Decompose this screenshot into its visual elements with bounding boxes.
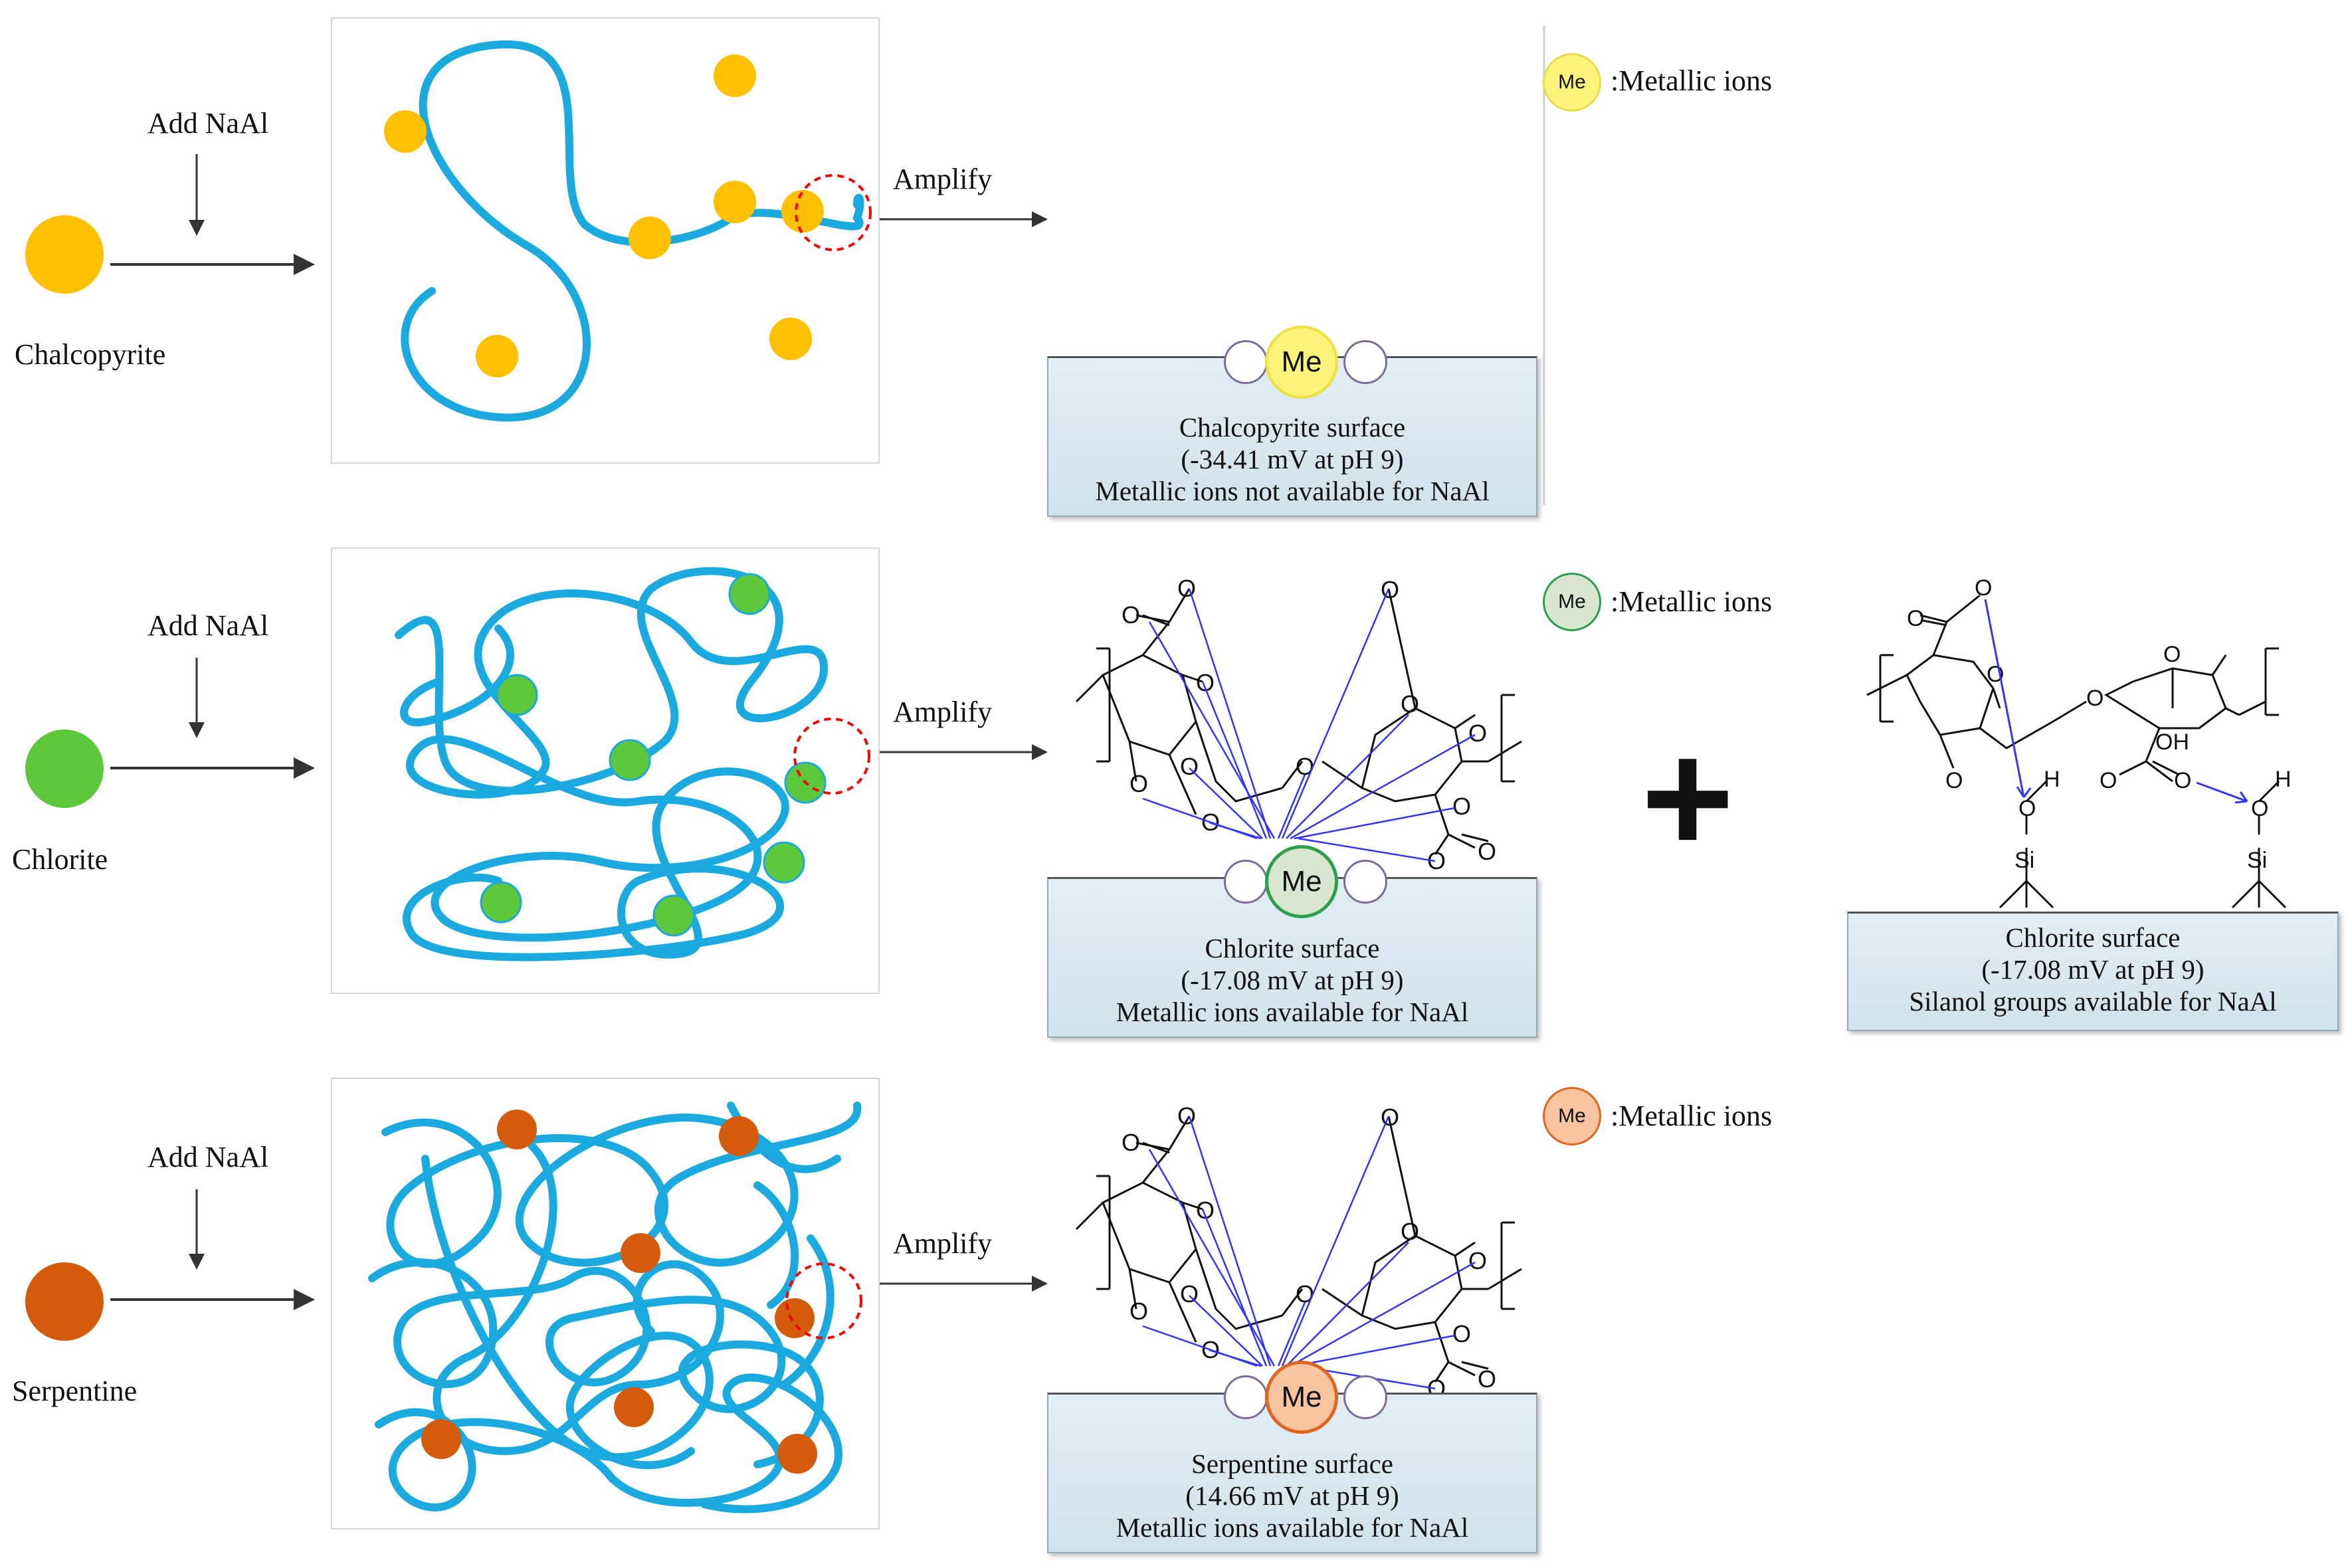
silanol-surface-potential: (-17.08 mV at pH 9) xyxy=(1981,954,2205,985)
surface-title-3: Serpentine surface xyxy=(1191,1448,1393,1479)
add-naal-label-2: Add NaAl xyxy=(147,609,269,642)
chlorite-silanol-surface: Chlorite surface (-17.08 mV at pH 9) Sil… xyxy=(1847,912,2339,1031)
svg-text:O: O xyxy=(2086,686,2104,711)
add-naal-label-1: Add NaAl xyxy=(147,107,269,140)
silanol-structure: O O O O O O OH O O O H Si O H Si xyxy=(1866,575,2292,909)
surface-site-left-2 xyxy=(1224,860,1268,904)
svg-text:O: O xyxy=(1468,720,1487,747)
polymer-chain-medium xyxy=(395,567,870,961)
svg-text:OH: OH xyxy=(2155,730,2189,755)
polysaccharide-structure-3: O O O O O O O O O O O O O xyxy=(1075,1102,1522,1402)
amplify-label-2: Amplify xyxy=(893,696,993,728)
svg-text:O: O xyxy=(1975,575,1992,601)
svg-text:O: O xyxy=(1122,1129,1140,1156)
polymer-chain-dense xyxy=(368,1102,862,1514)
svg-text:O: O xyxy=(1478,838,1496,865)
legend-me-yellow: Me xyxy=(1543,53,1601,112)
legend-text-2: :Metallic ions xyxy=(1611,585,1773,618)
svg-text:O: O xyxy=(1452,793,1471,820)
svg-text:H: H xyxy=(2044,767,2060,792)
svg-text:O: O xyxy=(1177,1102,1196,1129)
svg-text:O: O xyxy=(2100,768,2117,793)
amplify-label-1: Amplify xyxy=(893,163,993,195)
polysaccharide-structure-2: O O O O O O O O O O O O O xyxy=(1075,575,1522,874)
legend-me-green: Me xyxy=(1543,573,1601,631)
legend-text-3: :Metallic ions xyxy=(1611,1100,1773,1132)
svg-text:O: O xyxy=(1945,768,1963,793)
metal-ion-chlorite: Me xyxy=(1265,845,1338,918)
svg-text:Si: Si xyxy=(2247,848,2267,873)
svg-text:O: O xyxy=(1468,1247,1487,1274)
svg-text:O: O xyxy=(1177,575,1196,602)
svg-text:O: O xyxy=(1129,770,1148,797)
silanol-surface-title: Chlorite surface xyxy=(2005,922,2181,953)
surface-potential-2: (-17.08 mV at pH 9) xyxy=(1181,965,1404,995)
svg-text:O: O xyxy=(1129,1298,1148,1325)
chalcopyrite-label: Chalcopyrite xyxy=(15,338,166,371)
svg-text:O: O xyxy=(1401,1218,1419,1245)
surface-site-right-2 xyxy=(1343,860,1387,904)
svg-text:O: O xyxy=(1122,601,1140,629)
svg-text:O: O xyxy=(1196,1197,1215,1224)
svg-text:O: O xyxy=(1452,1320,1471,1347)
serpentine-particle xyxy=(25,1262,104,1341)
svg-text:O: O xyxy=(1907,606,1924,631)
surface-site-right-3 xyxy=(1343,1375,1387,1419)
metal-ion-chalcopyrite: Me xyxy=(1265,326,1338,399)
polymer-chain-sparse xyxy=(384,40,872,422)
svg-text:O: O xyxy=(1180,1280,1199,1308)
surface-potential-3: (14.66 mV at pH 9) xyxy=(1185,1480,1399,1511)
svg-text:O: O xyxy=(2251,796,2268,821)
silanol-surface-note: Silanol groups available for NaAl xyxy=(1909,986,2277,1017)
surface-note-3: Metallic ions available for NaAl xyxy=(1116,1512,1469,1543)
svg-text:O: O xyxy=(1196,669,1215,696)
legend-me-orange: Me xyxy=(1543,1087,1601,1145)
chlorite-particle xyxy=(25,730,104,808)
svg-text:O: O xyxy=(1180,753,1199,780)
amplify-label-3: Amplify xyxy=(893,1227,993,1260)
plus-sign: + xyxy=(1641,708,1735,886)
svg-text:H: H xyxy=(2275,767,2292,792)
surface-site-left-3 xyxy=(1224,1375,1268,1419)
polymer-panel-serpentine xyxy=(331,1078,880,1529)
surface-note-2: Metallic ions available for NaAl xyxy=(1116,997,1469,1027)
surface-note-1: Metallic ions not available for NaAl xyxy=(1095,476,1490,506)
polymer-panel-chlorite xyxy=(331,547,880,994)
add-naal-label-3: Add NaAl xyxy=(147,1141,269,1173)
svg-text:O: O xyxy=(1401,690,1419,718)
chlorite-label: Chlorite xyxy=(12,843,108,876)
surface-title-1: Chalcopyrite surface xyxy=(1179,412,1406,442)
surface-potential-1: (-34.41 mV at pH 9) xyxy=(1181,444,1404,474)
surface-site-left-1 xyxy=(1224,340,1268,384)
surface-site-right-1 xyxy=(1343,340,1387,384)
serpentine-label: Serpentine xyxy=(12,1375,138,1407)
svg-text:O: O xyxy=(1478,1365,1496,1393)
svg-text:Si: Si xyxy=(2014,848,2034,873)
polymer-panel-chalcopyrite xyxy=(331,17,880,464)
chalcopyrite-particle xyxy=(25,215,104,294)
chalcopyrite-surface: Chalcopyrite surface (-34.41 mV at pH 9)… xyxy=(1047,356,1537,517)
surface-title-2: Chlorite surface xyxy=(1205,933,1380,963)
legend-text-1: :Metallic ions xyxy=(1611,64,1773,97)
svg-text:O: O xyxy=(2163,642,2181,667)
svg-text:O: O xyxy=(2018,796,2036,821)
svg-text:O: O xyxy=(2174,768,2191,793)
metal-ion-serpentine: Me xyxy=(1265,1361,1338,1434)
